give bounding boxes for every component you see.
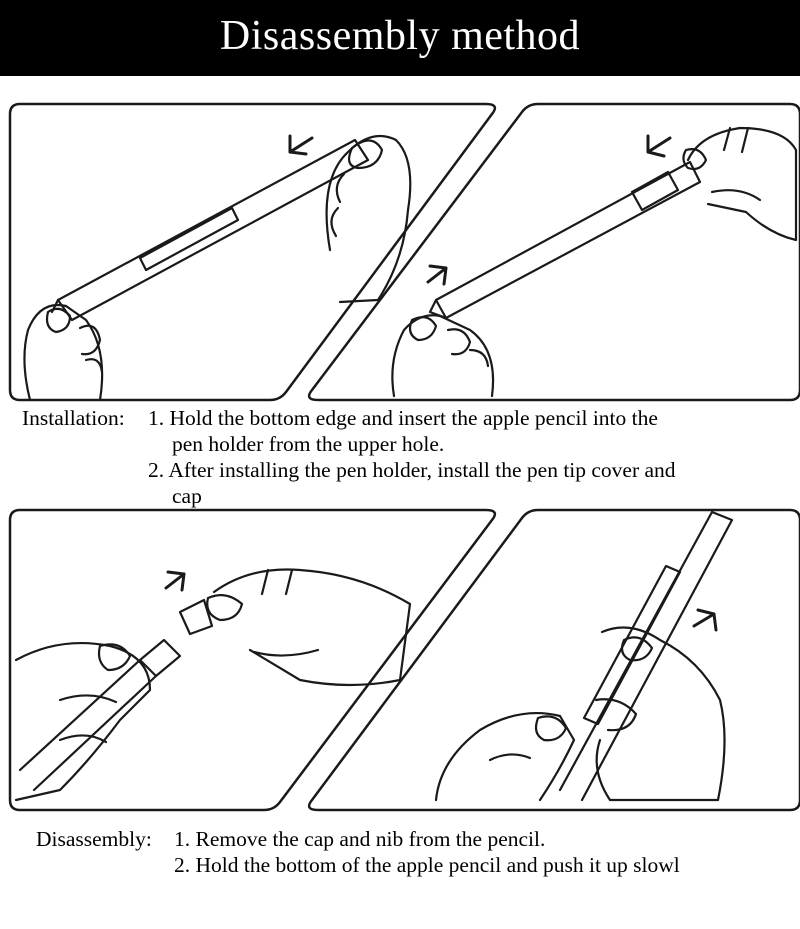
- panel-install-right: [307, 102, 800, 402]
- installation-step1-line1: 1. Hold the bottom edge and insert the a…: [148, 406, 658, 430]
- panel-install-left: [8, 102, 497, 402]
- disassembly-heading: Disassembly:: [36, 827, 152, 851]
- disassembly-step1: 1. Remove the cap and nib from the penci…: [174, 827, 546, 851]
- installation-step2-line1: 2. After installing the pen holder, inst…: [148, 458, 676, 482]
- installation-step1-line2: pen holder from the upper hole.: [172, 432, 445, 456]
- panel-disassembly-right: [307, 508, 800, 812]
- page-title: Disassembly method: [219, 13, 581, 59]
- disassembly-step2: 2. Hold the bottom of the apple pencil a…: [174, 853, 680, 877]
- panel-disassembly-left: [8, 508, 497, 812]
- installation-heading: Installation:: [22, 406, 125, 430]
- header-bar: Disassembly method: [0, 0, 800, 76]
- installation-step2-line2: cap: [172, 484, 202, 508]
